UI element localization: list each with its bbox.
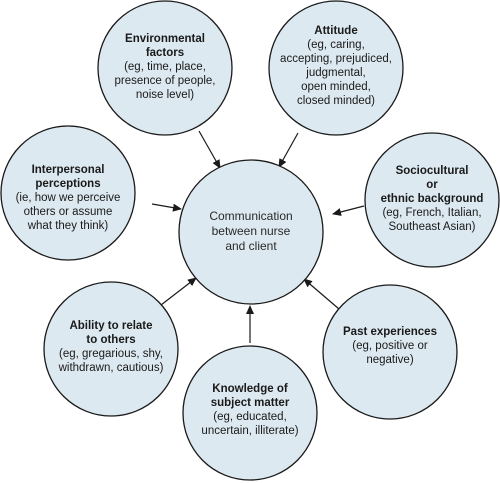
node-detail: (ie, how we perceive xyxy=(15,192,121,204)
node-detail: (eg, positive or xyxy=(352,340,428,352)
node-title: or xyxy=(426,179,438,191)
ability-to-relate-circle xyxy=(43,281,179,417)
arrow-past-experiences-to-center xyxy=(303,278,340,310)
node-title: Ability to relate xyxy=(69,320,153,332)
node-detail: noise level) xyxy=(135,89,195,101)
interpersonal-perceptions-circle xyxy=(0,125,136,261)
attitude-circle xyxy=(268,0,404,136)
node-detail: Southeast Asian) xyxy=(388,221,476,233)
arrow-attitude-to-center xyxy=(278,132,299,168)
node-title: Sociocultural xyxy=(395,165,469,177)
center-line: between nurse xyxy=(211,224,291,238)
arrow-sociocultural-to-center xyxy=(332,205,365,216)
sociocultural-background-node: Sociocultural or ethnic background (eg, … xyxy=(367,164,497,234)
past-experiences-node: Past experiences (eg, positive or negati… xyxy=(325,325,455,367)
ability-to-relate-node: Ability to relate to others (eg, gregari… xyxy=(46,319,176,375)
interpersonal-perceptions-node: Interpersonal perceptions (ie, how we pe… xyxy=(3,163,133,233)
node-detail: uncertain, illiterate) xyxy=(201,425,299,437)
knowledge-of-subject-matter-circle xyxy=(182,345,318,481)
node-title: to others xyxy=(86,334,136,346)
sociocultural-background-circle xyxy=(364,132,500,268)
center-line: and client xyxy=(225,239,277,253)
arrow-environmental-to-center xyxy=(198,130,221,169)
node-detail: what they think) xyxy=(27,220,109,232)
environmental-factors-circle xyxy=(97,0,233,136)
node-title: Knowledge of xyxy=(212,383,288,395)
node-detail: closed minded) xyxy=(297,95,375,107)
node-title: Past experiences xyxy=(343,326,437,338)
node-title: Interpersonal xyxy=(31,164,105,176)
node-detail: (eg, gregarious, shy, xyxy=(59,348,163,360)
node-detail: withdrawn, cautious) xyxy=(58,362,164,374)
node-detail: accepting, prejudiced, xyxy=(280,53,392,65)
node-title: perceptions xyxy=(35,178,101,190)
node-detail: (eg, French, Italian, xyxy=(382,207,482,219)
node-title: subject matter xyxy=(210,397,290,409)
node-title: Attitude xyxy=(314,25,358,37)
node-detail: others or assume xyxy=(23,206,113,218)
center-line: Communication xyxy=(209,209,293,223)
node-detail: judgmental, xyxy=(306,67,366,79)
arrow-interpersonal-to-center xyxy=(151,203,182,212)
center-circle xyxy=(178,159,324,305)
attitude-node: Attitude (eg, caring, accepting, prejudi… xyxy=(266,24,406,108)
node-detail: (eg, educated, xyxy=(213,411,287,423)
node-detail: (eg, time, place, xyxy=(124,61,206,73)
node-title: factors xyxy=(145,47,185,59)
environmental-factors-node: Environmental factors (eg, time, place, … xyxy=(100,32,230,102)
node-title: ethnic background xyxy=(380,193,484,205)
node-detail: (eg, caring, xyxy=(307,39,365,51)
past-experiences-circle xyxy=(322,284,458,420)
node-detail: presence of people, xyxy=(114,75,216,87)
node-title: Environmental xyxy=(125,33,205,45)
node-detail: negative) xyxy=(366,354,414,366)
arrow-ability-to-center xyxy=(160,277,197,306)
node-detail: open minded, xyxy=(301,81,371,93)
knowledge-of-subject-matter-node: Knowledge of subject matter (eg, educate… xyxy=(185,382,315,438)
center-label: Communication between nurse and client xyxy=(186,209,316,254)
